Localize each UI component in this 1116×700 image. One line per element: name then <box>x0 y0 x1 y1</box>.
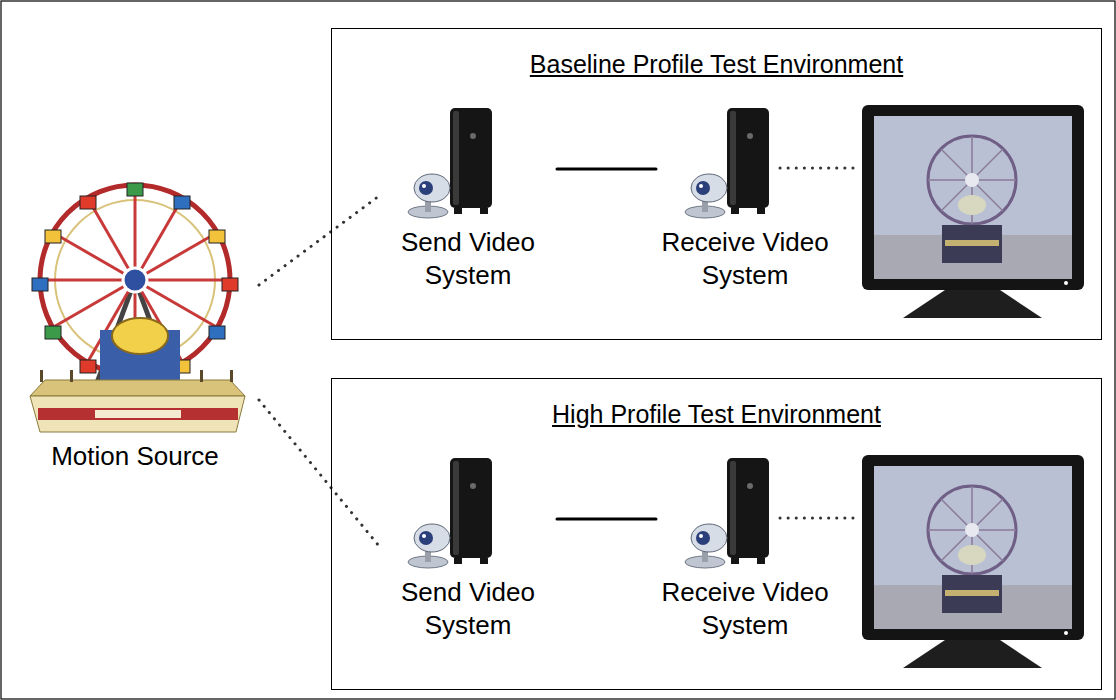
send-device-icon <box>408 458 492 568</box>
video-out-dots <box>780 517 858 520</box>
monitor <box>862 105 1084 318</box>
device-label: Receive Video System <box>656 226 834 293</box>
network-link <box>557 518 656 521</box>
environment-box: Baseline Profile Test EnvironmentSend Vi… <box>331 28 1102 340</box>
network-link <box>557 168 656 171</box>
section-title: Baseline Profile Test Environment <box>332 49 1101 79</box>
device-node: Send Video System <box>379 101 557 293</box>
receive-device-icon <box>685 458 769 568</box>
device-label: Send Video System <box>379 576 557 643</box>
device-node: Motion Source <box>11 175 259 473</box>
device-node: Receive Video System <box>656 101 834 293</box>
device-node: Receive Video System <box>656 451 834 643</box>
device-label: Receive Video System <box>656 576 834 643</box>
device-label: Motion Source <box>11 440 259 473</box>
device-node: Send Video System <box>379 451 557 643</box>
video-out-dots <box>780 167 858 170</box>
section-title: High Profile Test Environment <box>332 399 1101 429</box>
camera-view-line <box>259 400 379 546</box>
device-label: Send Video System <box>379 226 557 293</box>
environment-box: High Profile Test EnvironmentSend Video … <box>331 378 1102 690</box>
receive-device-icon <box>685 108 769 218</box>
ferris-wheel <box>30 183 245 432</box>
send-device-icon <box>408 108 492 218</box>
monitor <box>862 455 1084 668</box>
camera-view-line <box>259 196 379 285</box>
